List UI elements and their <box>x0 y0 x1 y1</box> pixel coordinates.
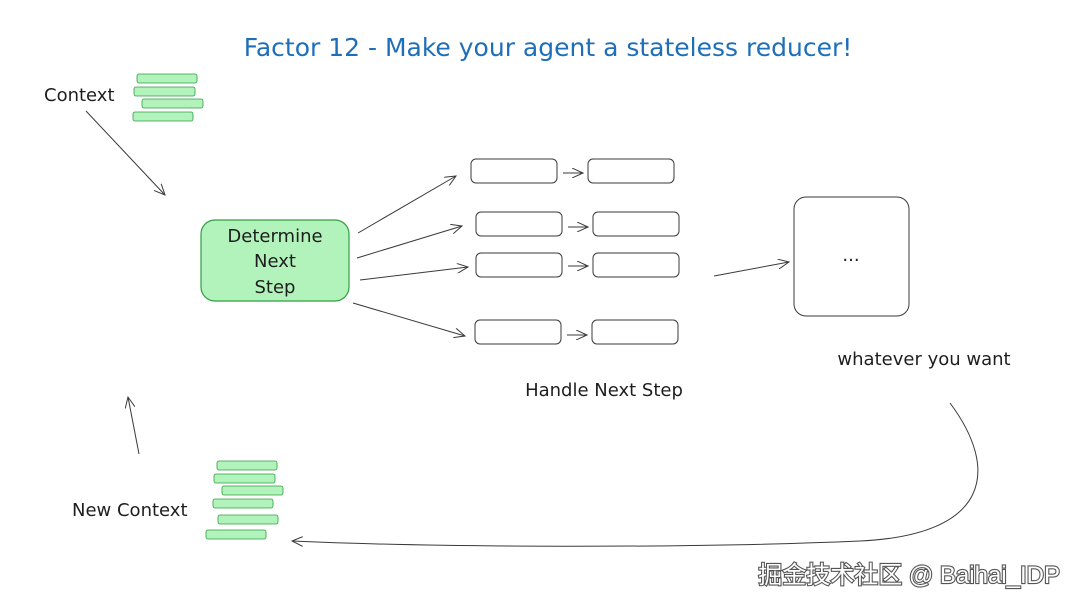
context-stack-icon <box>132 73 204 122</box>
new-context-label: New Context <box>72 500 188 521</box>
context-label: Context <box>44 85 115 106</box>
diagram-title: Factor 12 - Make your agent a stateless … <box>244 33 853 62</box>
branch-arrows <box>352 176 468 336</box>
determine-line-2: Next <box>254 251 296 272</box>
feedback-curve-arrow <box>292 402 979 547</box>
to-result-arrow <box>713 262 789 277</box>
context-arrow <box>85 110 165 195</box>
handle-step-row-2 <box>475 211 680 237</box>
new-context-stack-icon <box>205 460 284 540</box>
watermark: 掘金技术社区 @ Baihai_IDP <box>758 562 1060 589</box>
whatever-you-want-label: whatever you want <box>837 349 1010 370</box>
result-ellipsis: ... <box>842 245 859 266</box>
determine-next-step-box: Determine Next Step <box>200 219 350 302</box>
determine-line-1: Determine <box>227 226 322 247</box>
result-box: ... <box>793 196 910 317</box>
handle-step-row-1 <box>470 158 675 184</box>
handle-step-row-3 <box>475 252 680 278</box>
determine-line-3: Step <box>255 277 296 298</box>
handle-step-row-4 <box>474 319 679 345</box>
handle-next-step-label: Handle Next Step <box>525 380 683 401</box>
new-context-up-arrow <box>128 397 140 455</box>
